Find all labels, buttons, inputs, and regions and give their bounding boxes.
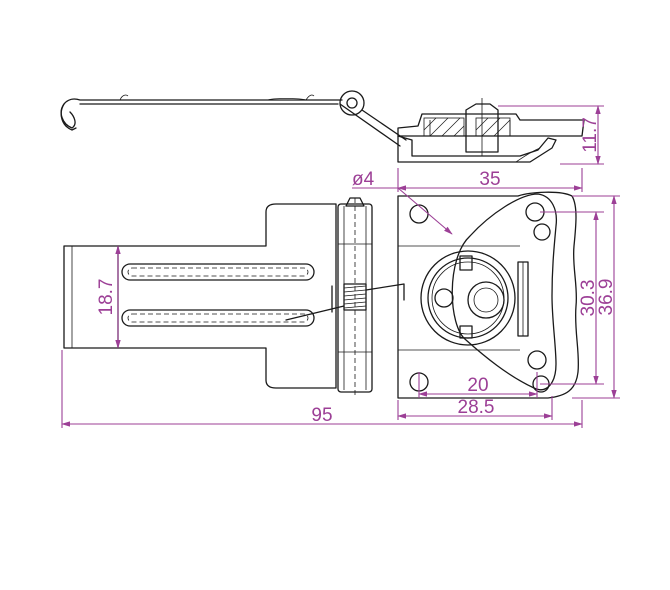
side-view-mount-plate [397, 113, 585, 137]
dimension-height-inner: 30.3 [540, 211, 604, 385]
dimension-total-length-label: 95 [311, 405, 332, 426]
dimension-height-outer-label: 36.9 [596, 279, 617, 316]
dimension-hole-diameter: ø4 [352, 169, 453, 235]
dimension-hole-spacing-label: 20 [467, 375, 488, 396]
keeper-plate [451, 193, 558, 391]
top-view [63, 191, 580, 399]
side-view-pivot-eye-inner [346, 97, 358, 109]
lever-slot-upper [121, 263, 315, 281]
mount-hole-mid-right [533, 223, 551, 241]
dimension-height-side-label: 11.7 [580, 117, 601, 153]
cam-top-notch [459, 255, 473, 271]
cam-bottom-notch [459, 325, 473, 339]
dimension-width-plate-label: 35 [479, 169, 500, 190]
dimension-height-inner-label: 30.3 [578, 280, 599, 317]
lever-slot-lower-inner [127, 313, 309, 323]
side-view-hatch-left [423, 117, 465, 137]
dimension-total-length: 95 [61, 350, 583, 428]
side-view-boss [465, 103, 499, 153]
dimension-base-width: 28.5 [397, 396, 553, 420]
dimension-width-slot-label: 18.7 [96, 279, 117, 316]
base-plate [397, 191, 580, 399]
dimension-base-width-label: 28.5 [458, 397, 495, 418]
cam-shaft-hole [434, 288, 454, 308]
cam-outer-ring [420, 250, 516, 346]
lever-slot-upper-inner [127, 267, 309, 277]
side-view-arm-bend [119, 94, 315, 101]
side-view-base-plate [397, 135, 557, 163]
side-view-hatch-right [475, 117, 511, 137]
side-view [60, 90, 585, 163]
side-view-hook-tip [60, 103, 77, 131]
dimension-hole-spacing: 20 [418, 372, 538, 398]
cam-center-boss [467, 281, 505, 319]
spring-arm [285, 283, 405, 321]
side-view-pivot-eye-outer [339, 90, 365, 116]
hinge-knuckle [337, 197, 373, 396]
dimension-width-slot: 18.7 [96, 245, 121, 349]
mount-hole-bottom-right [527, 350, 547, 370]
mount-hole-top-left [409, 204, 429, 224]
dimension-width-plate: 35 [397, 168, 583, 192]
side-view-link [339, 103, 407, 147]
dimension-height-outer: 36.9 [572, 195, 620, 399]
dimension-height-side: 11.7 [498, 105, 604, 165]
dimension-hole-diameter-label: ø4 [352, 169, 375, 190]
lever-body [117, 203, 337, 389]
cam-center-boss-inner [473, 287, 499, 313]
lever-slot-lower [121, 309, 315, 327]
side-view-hook-arm [60, 98, 343, 129]
spring-coil [343, 283, 367, 311]
